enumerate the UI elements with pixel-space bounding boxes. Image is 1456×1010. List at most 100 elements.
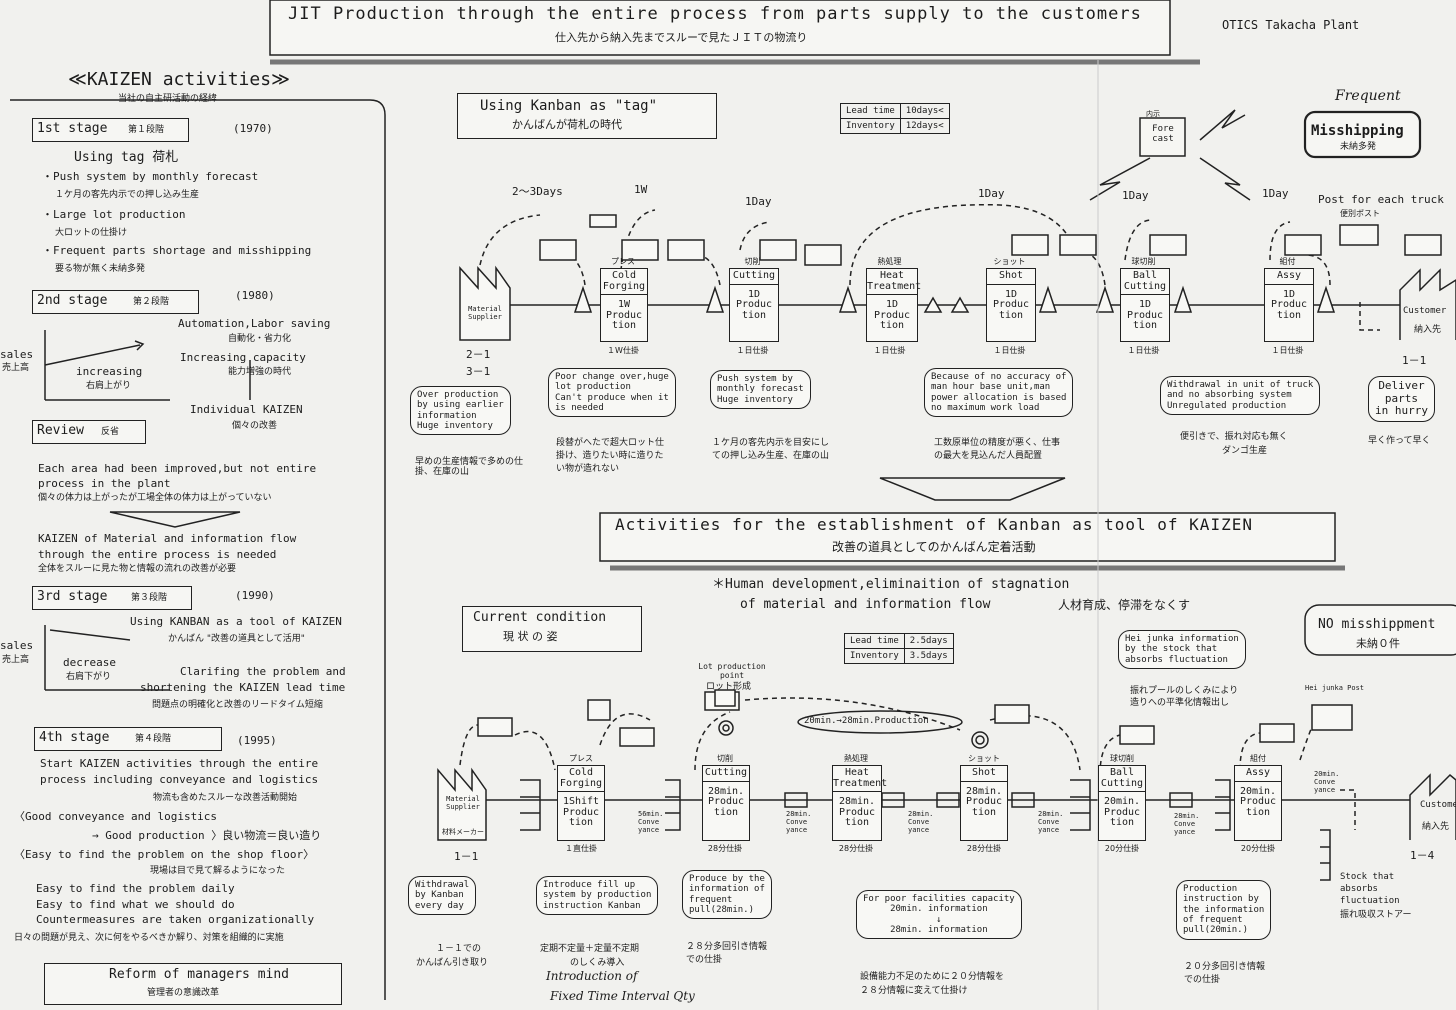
review-line: 個々の体力は上がったが工場全体の体力は上がっていない <box>38 493 272 503</box>
plant-name: OTICS Takacha Plant <box>1222 18 1360 32</box>
review-label: Review <box>37 423 84 438</box>
process-jp: 球切削 <box>1131 257 1156 266</box>
misshipping-jp: 未納多発 <box>1340 142 1377 152</box>
process-body: 28min. Produc tion <box>965 785 1003 818</box>
stage4-year: (1995) <box>237 734 277 747</box>
process-name: Ball Cutting <box>1121 269 1169 295</box>
process-box: Cutting 1D Produc tion <box>729 268 779 342</box>
kaizen-note-jp: ２０分多回引き情報 <box>1184 962 1266 972</box>
bottom-supplier: Material Supplier <box>446 795 480 812</box>
kaizen-note-jp: 設備能力不足のために２０分情報を <box>860 972 1005 982</box>
process-name: Heat Treatment <box>833 766 887 792</box>
stage2-line: 自動化・省力化 <box>228 334 292 344</box>
process-wip: １日仕掛 <box>1127 346 1160 355</box>
frequent-handwritten: Frequent <box>1335 88 1401 104</box>
top-customer-jp: 納入先 <box>1414 325 1442 335</box>
stage2-line: 個々の改善 <box>232 421 278 431</box>
stage3-decrease-jp: 右肩下がり <box>66 672 112 682</box>
stock-note: fluctuation <box>1340 896 1400 906</box>
process-box: Assy 20min. Produc tion <box>1234 765 1282 841</box>
stage3-label-jp: 第３段階 <box>131 593 168 603</box>
post-label: Post for each truck <box>1318 193 1444 206</box>
heijunka-note-jp: 造りへの平準化情報出し <box>1130 698 1230 708</box>
bottom-customer: Customer <box>1420 800 1456 810</box>
stage4-line: process including conveyance and logisti… <box>40 773 319 786</box>
process-wip: 28分仕掛 <box>707 844 743 853</box>
stage2-line: Individual KAIZEN <box>190 403 303 416</box>
stage2-year: (1980) <box>235 289 275 302</box>
reform-label-jp: 管理者の意識改革 <box>147 988 220 998</box>
stage4-line: → Good production 〉良い物流＝良い造り <box>92 829 322 842</box>
top-supplier-ratio: 2－1 <box>466 348 491 361</box>
middle-sub1: ＊Human development,eliminaition of stagn… <box>712 577 1070 592</box>
reform-label: Reform of managers mind <box>109 967 290 982</box>
page-title: JIT Production through the entire proces… <box>288 4 1142 24</box>
process-name: Cold Forging <box>601 269 647 295</box>
stage1-label-jp: 第１段階 <box>128 125 165 135</box>
process-wip: 20分仕掛 <box>1104 844 1140 853</box>
stage3-line: かんばん "改善の道具として活用" <box>168 634 305 644</box>
bottom-lead-time-label: Lead time <box>844 633 905 649</box>
heijunka-note-jp: 振れプールのしくみにより <box>1130 686 1239 696</box>
review-label-jp: 反省 <box>101 427 120 437</box>
process-box: Cutting 28min. Produc tion <box>702 765 750 841</box>
conveyance-label: 56min. Conve yance <box>638 810 664 835</box>
forecast-label: Fore cast <box>1152 124 1174 145</box>
process-box: Ball Cutting 20min. Produc tion <box>1098 765 1146 841</box>
conveyance-label: 28min. Conve yance <box>1038 810 1064 835</box>
stage1-line: Using tag 荷札 <box>74 150 179 165</box>
stage3-line: Using KANBAN as a tool of KAIZEN <box>130 615 342 628</box>
stage1-line: 大ロットの仕掛け <box>55 228 128 238</box>
left-panel-frame <box>10 99 386 1000</box>
review-label-box: Review 反省 <box>32 420 146 444</box>
problem-note-jp: 工数原単位の精度が悪く、仕事 <box>934 438 1061 448</box>
top-inventory-value: 12days< <box>899 118 950 134</box>
process-body: 28min. Produc tion <box>707 785 745 818</box>
bottom-inventory-label: Inventory <box>844 648 905 664</box>
stage3-label: 3rd stage <box>37 589 108 604</box>
handwritten-note: Introduction of <box>546 969 638 983</box>
bottom-inventory-value: 3.5days <box>903 648 954 664</box>
process-jp: 組付 <box>1250 754 1266 763</box>
process-box: Shot 28min. Produc tion <box>960 765 1008 841</box>
stage1-year: (1970) <box>233 122 273 135</box>
process-body: 1Shift Produc tion <box>562 796 600 828</box>
stage3-sales: sales <box>0 639 34 652</box>
process-name: Cutting <box>703 766 749 782</box>
kaizen-heading: ≪KAIZEN activities≫ <box>68 69 290 90</box>
stock-note: absorbs <box>1340 884 1378 894</box>
stage2-label-box: 2nd stage 第２段階 <box>32 290 199 314</box>
bottom-supplier-ratio: 1－1 <box>454 850 479 863</box>
stage1-line: １ケ月の客先内示での押し込み生産 <box>55 190 200 200</box>
process-box: Shot 1D Produc tion <box>986 268 1036 342</box>
stage1-line: ・Large lot production <box>42 208 186 221</box>
stage4-line: Countermeasures are taken organizational… <box>36 913 315 926</box>
process-body: 1D Produc tion <box>1126 299 1164 331</box>
process-box: Cold Forging 1Shift Produc tion <box>557 765 605 841</box>
process-jp: ショット <box>993 257 1026 266</box>
stage2-label: 2nd stage <box>37 293 108 308</box>
stock-note-jp: 振れ吸収ストアー <box>1340 910 1412 920</box>
stage2-line: Increasing capacity <box>180 351 306 364</box>
top-customer: Customer <box>1403 306 1447 316</box>
stage2-label-jp: 第２段階 <box>133 297 170 307</box>
problem-note-jp: 便引きで、振れ対応も無く <box>1180 432 1288 442</box>
tag-title: Using Kanban as "tag" <box>480 98 658 114</box>
current-condition-jp: 現 状 の 姿 <box>503 630 558 643</box>
process-body: 1W Produc tion <box>605 299 643 331</box>
process-name: Cutting <box>730 269 778 285</box>
stage4-line: Easy to find the problem daily <box>36 882 235 895</box>
stage4-line: 物流も含めたスルーな改善活動開始 <box>153 793 298 803</box>
timing-label: 1Day <box>1122 189 1149 202</box>
stage2-increasing: increasing <box>76 365 143 378</box>
tag-title-box: Using Kanban as "tag" かんばんが荷札の時代 <box>457 93 717 139</box>
process-name: Assy <box>1265 269 1313 285</box>
process-wip: １日仕掛 <box>1271 346 1304 355</box>
stage2-sales: sales <box>0 348 34 361</box>
process-body: 1D Produc tion <box>873 299 911 331</box>
